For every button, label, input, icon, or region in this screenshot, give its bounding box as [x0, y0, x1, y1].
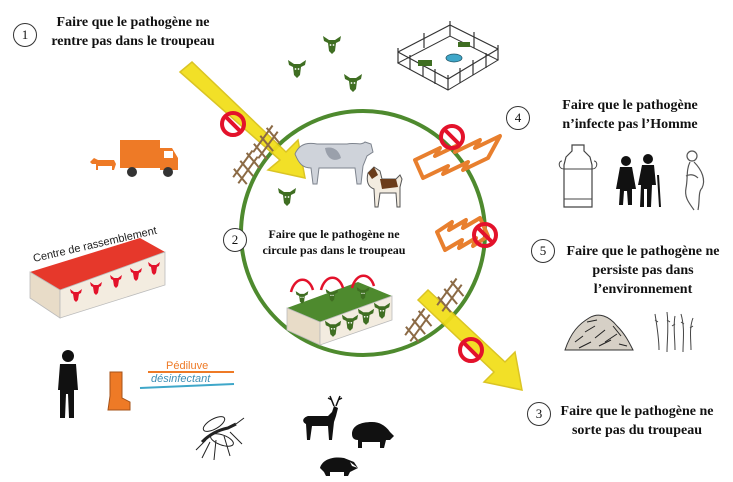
- calf-icon: [90, 158, 116, 170]
- circulation-arrows: [289, 274, 376, 293]
- prohibition-icon: [439, 124, 465, 150]
- disinfectant-label: désinfectant: [151, 373, 211, 385]
- step-4-label: Faire que le pathogène n’infecte pas l’H…: [540, 96, 720, 134]
- step-5-number: 5: [531, 239, 555, 263]
- footbath-sign: [139, 371, 235, 389]
- step-1-label: Faire que le pathogène ne rentre pas dan…: [48, 13, 218, 51]
- milk-can-icon: [558, 144, 598, 208]
- step-3-label: Faire que le pathogène ne sorte pas du t…: [552, 402, 722, 440]
- cow-head-icon: [278, 188, 296, 206]
- step-1-line-2: rentre pas dans le troupeau: [51, 34, 215, 49]
- grass-icon: [654, 311, 694, 353]
- elderly-couple-icon: [616, 154, 661, 208]
- footbath-label: Pédiluve: [166, 360, 208, 372]
- boot-icon: [107, 371, 131, 411]
- step-2-label: Faire que le pathogène ne circule pas da…: [254, 226, 414, 258]
- badger-icon: [320, 457, 358, 476]
- manure-heap-icon: [564, 314, 634, 351]
- pregnant-woman-icon: [685, 150, 705, 211]
- cow-head-icon: [288, 60, 306, 78]
- pasture-icon: [396, 21, 500, 91]
- step-4-number: 4: [506, 106, 530, 130]
- step-2-line-2: circule pas dans le troupeau: [262, 243, 406, 257]
- step-3-number: 3: [527, 402, 551, 426]
- person-icon: [58, 350, 78, 418]
- cow-icon: [294, 141, 374, 185]
- step-4-line-2: n’infecte pas l’Homme: [562, 117, 698, 132]
- step-1-number: 1: [13, 23, 37, 47]
- barn-icon: [29, 238, 166, 319]
- boar-icon: [352, 422, 394, 448]
- step-2-line-1: Faire que le pathogène ne: [268, 227, 400, 241]
- human-transmission-arrow: [413, 134, 502, 180]
- step-4-line-1: Faire que le pathogène: [562, 98, 698, 113]
- step-5-line-1: Faire que le pathogène ne: [566, 244, 720, 259]
- step-3-line-2: sorte pas du troupeau: [571, 423, 703, 438]
- step-5-line-3: l’environnement: [593, 282, 693, 297]
- cow-head-icon: [344, 74, 362, 92]
- deer-icon: [303, 395, 343, 440]
- step-5-label: Faire que le pathogène ne persiste pas d…: [558, 242, 728, 299]
- dog-icon: [366, 166, 403, 208]
- cow-head-icon: [323, 36, 341, 54]
- truck-icon: [120, 140, 178, 177]
- mosquito-icon: [195, 416, 245, 461]
- step-1-line-1: Faire que le pathogène ne: [56, 15, 210, 30]
- step-3-line-1: Faire que le pathogène ne: [560, 404, 714, 419]
- barn-icon: [286, 282, 393, 346]
- step-2-number: 2: [223, 228, 247, 252]
- step-5-line-2: persiste pas dans: [592, 263, 694, 278]
